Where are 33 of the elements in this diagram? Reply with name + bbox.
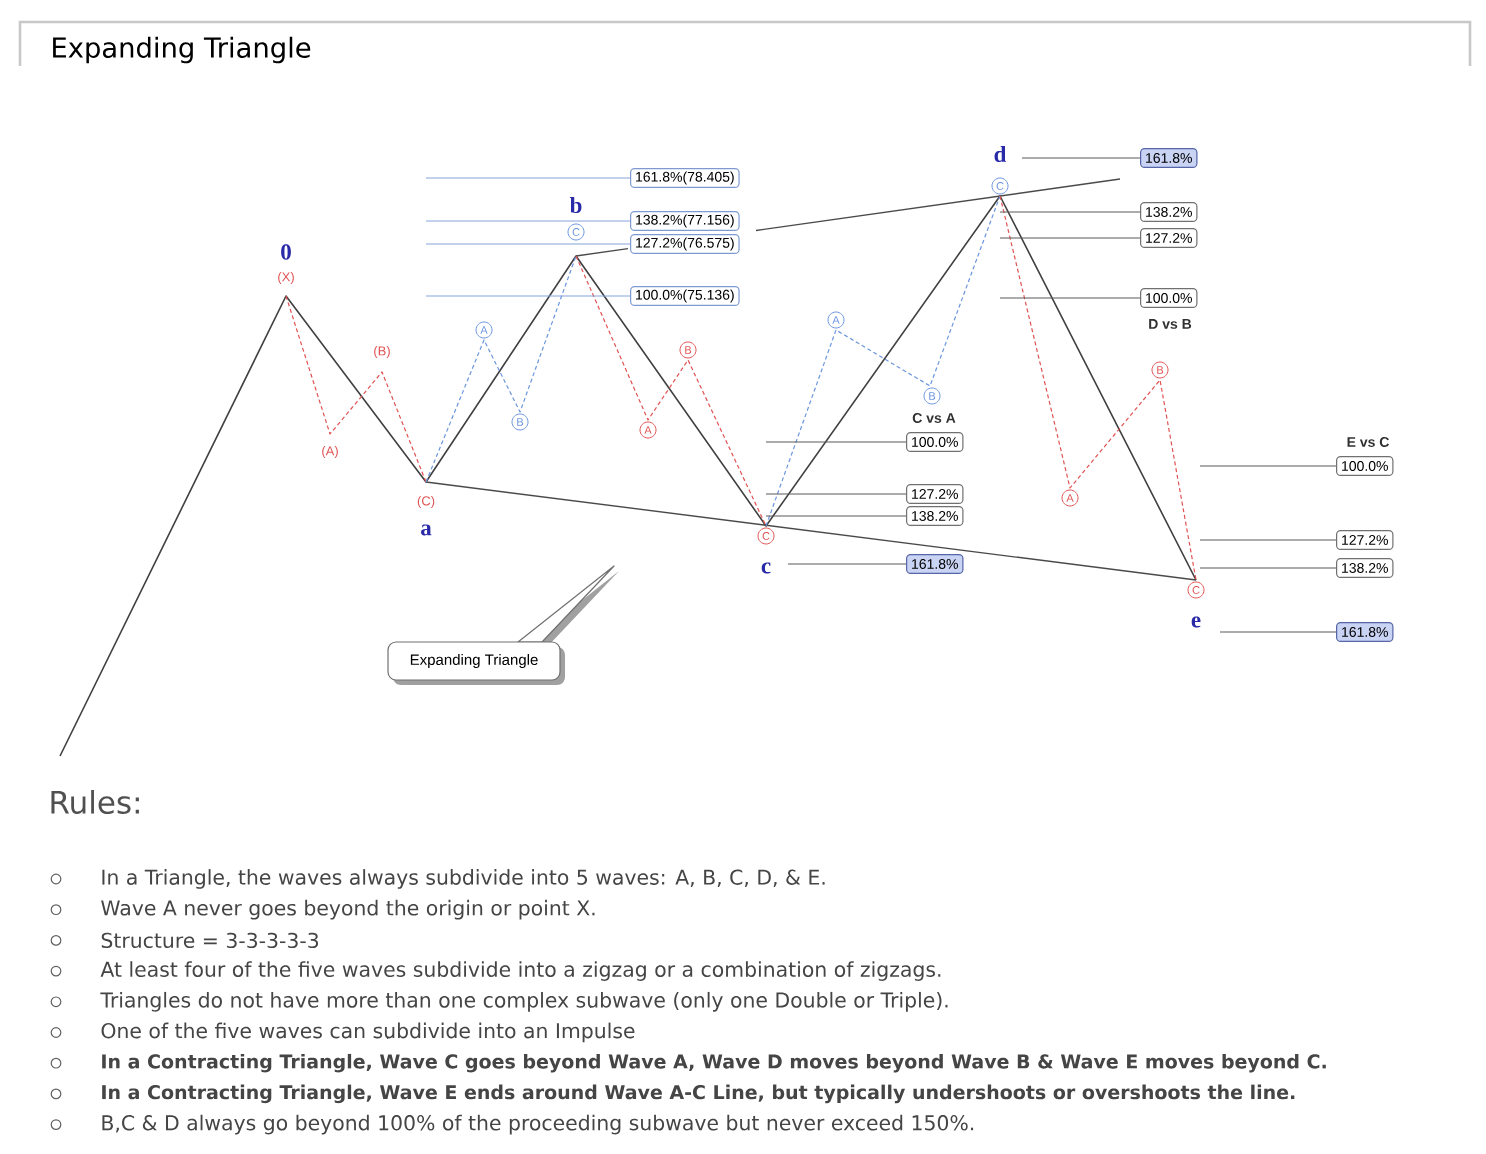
level-line — [999, 237, 1141, 239]
level-line — [999, 297, 1141, 299]
level-line — [765, 441, 907, 443]
level-line — [787, 563, 907, 565]
rule-text: One of the five waves can subdivide into an Impulse — [101, 1022, 635, 1043]
wave-point-label: d — [994, 145, 1007, 163]
level-line — [1021, 157, 1141, 159]
rule-text: Triangles do not have more than one complex subwave (only one Double or Triple). — [100, 991, 948, 1012]
level-line — [1199, 465, 1337, 467]
wave-point-label: c — [761, 562, 771, 574]
section-heading: Rules: — [51, 790, 139, 814]
level-line — [425, 177, 631, 179]
wave-point-label: b — [569, 196, 582, 214]
rule-text: In a Contracting Triangle, Wave C goes beyond Wave A, Wave D moves beyond Wave B & Wave E moves beyond C. — [102, 1053, 1326, 1073]
rule-text: In a Triangle, the waves always subdivide into 5 waves: A, B, C, D, & E. — [102, 869, 825, 889]
rule-text: At least four of the five waves subdivide into a zigzag or a combination of zigzags. — [100, 961, 941, 981]
rule-text: Wave A never goes beyond the origin or point X. — [101, 899, 595, 920]
wave-point-label: e — [1191, 616, 1201, 628]
level-line — [765, 515, 907, 517]
level-line — [1219, 631, 1337, 633]
wave-point-label: 0 — [281, 244, 291, 260]
wave-point-label: a — [421, 524, 432, 536]
level-line — [1199, 539, 1337, 541]
level-line — [425, 220, 631, 222]
level-line — [1199, 567, 1337, 569]
level-line — [425, 243, 631, 245]
rule-text: Structure = 3-3-3-3-3 — [101, 932, 319, 949]
level-line — [765, 493, 907, 495]
level-line — [999, 211, 1141, 213]
rule-text: B,C & D always go beyond 100% of the proceeding subwave but never exceed 150%. — [102, 1114, 974, 1135]
level-line — [425, 295, 631, 297]
title: Expanding Triangle — [53, 36, 311, 64]
rule-text: In a Contracting Triangle, Wave E ends around Wave A-C Line, but typically undershoots or overshoots the line. — [102, 1084, 1295, 1104]
